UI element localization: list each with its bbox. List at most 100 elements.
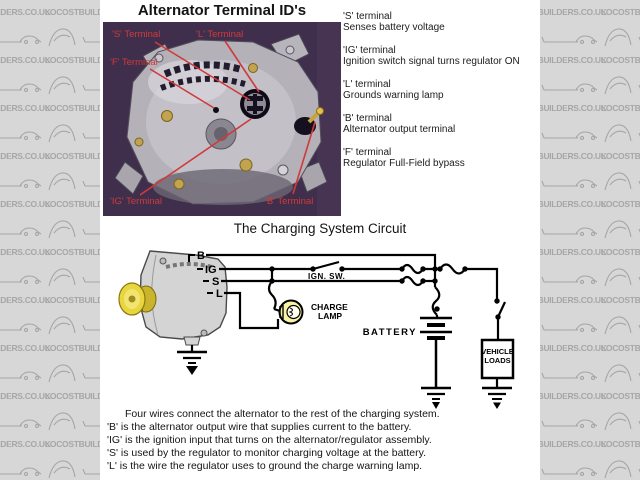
term-desc-ig: 'IG' terminal Ignition switch signal tur… — [343, 45, 533, 67]
locost-car-icon — [0, 275, 42, 285]
locost-car-icon — [0, 371, 42, 381]
locost-car-icon — [48, 316, 100, 335]
terminal-l-label: L — [216, 288, 223, 300]
watermark-row: LOCOSTBUILDERS.CO.UKLOCOSTBUILDERS.CO.UK… — [540, 212, 640, 258]
photo-label-s: 'S' Terminal — [112, 29, 160, 40]
photo-label-l: 'L' Terminal — [196, 29, 243, 40]
watermark-row: LOCOSTBUILDERS.CO.UKLOCOSTBUILDERS.CO.UK… — [540, 308, 640, 354]
locost-car-icon — [48, 364, 100, 383]
alternator-title: Alternator Terminal ID's — [137, 2, 307, 19]
watermark-row: LOCOSTBUILDERS.CO.UKLOCOSTBUILDERS.CO.UK… — [540, 356, 640, 402]
locost-car-icon — [541, 179, 598, 189]
ignition-switch-label: IGN. SW. — [308, 272, 345, 281]
watermark-row: LOCOSTBUILDERS.CO.UKLOCOSTBUILDERS.CO.UK… — [540, 116, 640, 162]
watermark-row: LOCOSTBUILDERS.CO.UKLOCOSTBUILDERS.CO.UK… — [0, 260, 100, 306]
charge-lamp-icon — [278, 299, 304, 325]
term-desc-f: 'F' terminal Regulator Full-Field bypass — [343, 147, 533, 169]
watermark-row: LOCOSTBUILDERS.CO.UKLOCOSTBUILDERS.CO.UK… — [0, 68, 100, 114]
battery-label: BATTERY — [363, 327, 417, 338]
locost-car-icon — [604, 412, 640, 431]
term-desc: Alternator output terminal — [343, 124, 456, 135]
battery-icon — [420, 316, 452, 409]
alternator-drawing — [118, 250, 228, 346]
footer-line: 'B' is the alternator output wire that s… — [107, 421, 412, 433]
charge-lamp-label-1: CHARGE — [311, 302, 348, 312]
term-name: 'L' terminal — [343, 79, 391, 90]
locost-car-icon — [48, 412, 100, 431]
watermark-row: LOCOSTBUILDERS.CO.UKLOCOSTBUILDERS.CO.UK… — [0, 308, 100, 354]
photo-label-b: 'B' Terminal — [265, 196, 313, 207]
locost-car-icon — [541, 371, 598, 381]
f-terminal-hole — [213, 107, 219, 113]
term-name: 'S' terminal — [343, 11, 392, 22]
footer-line: Four wires connect the alternator to the… — [125, 408, 440, 420]
vehicle-loads-label-2: LOADS — [484, 356, 510, 365]
locost-car-icon — [541, 419, 598, 429]
locost-car-icon — [540, 0, 599, 2]
connector-plug — [240, 89, 270, 119]
watermark-row: LOCOSTBUILDERS.CO.UKLOCOSTBUILDERS.CO.UK… — [540, 452, 640, 480]
locost-car-icon — [604, 316, 640, 335]
locost-car-icon — [604, 124, 640, 143]
locost-car-icon — [45, 0, 100, 2]
locost-car-icon — [541, 467, 598, 477]
locost-car-icon — [541, 323, 598, 333]
locost-car-icon — [541, 275, 598, 285]
b-terminal-stud — [294, 107, 324, 135]
locost-car-icon — [604, 364, 640, 383]
photo-label-f: 'F' Terminal — [110, 57, 158, 68]
